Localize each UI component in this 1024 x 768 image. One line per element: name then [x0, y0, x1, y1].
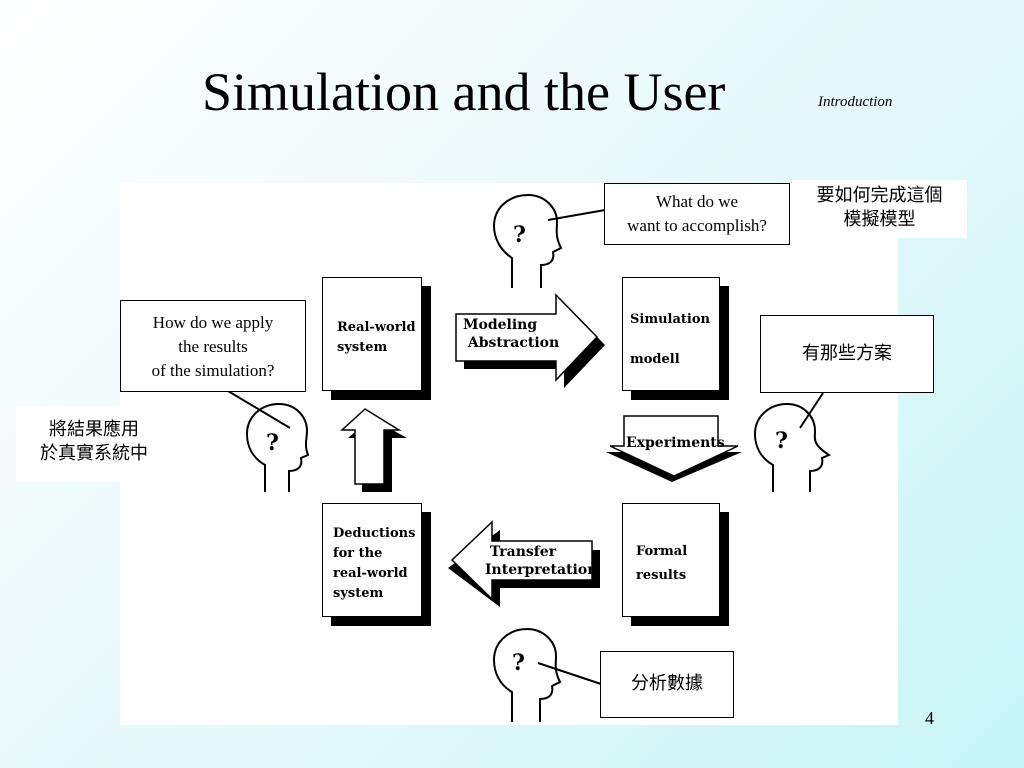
box-deductions: Deductions for the real-world system [322, 503, 422, 617]
arrow-transfer [448, 520, 600, 607]
box-formal-results-label: Formal results [636, 544, 688, 583]
note-top-right: 要如何完成這個 模擬模型 [792, 180, 967, 238]
box-simulation-model: Simulation modell [622, 277, 720, 391]
head-icon-left [245, 402, 310, 492]
callout-apply-results: How do we apply the results of the simul… [120, 300, 306, 392]
note-bottom: 分析數據 [600, 651, 734, 718]
question-mark-right: ? [775, 428, 788, 454]
question-mark-top: ? [513, 222, 526, 248]
head-icon-top [492, 193, 563, 288]
box-simulation-label: Simulation modell [630, 312, 710, 367]
question-mark-left: ? [266, 430, 279, 456]
arrow-transfer-label: Transfer Interpretation [485, 544, 598, 578]
slide-title: Simulation and the User [202, 62, 726, 122]
box-real-world-label: Real-world system [337, 320, 416, 355]
question-mark-bottom: ? [512, 650, 525, 676]
arrow-modeling [455, 293, 605, 388]
box-deductions-label: Deductions for the real-world system [333, 526, 416, 601]
page-number: 4 [925, 708, 934, 728]
head-icon-right [753, 402, 832, 492]
arrow-experiments [606, 415, 742, 482]
box-formal-results: Formal results [622, 503, 720, 617]
note-left: 將結果應用 於真實系統中 [16, 406, 172, 482]
slide-subtitle: Introduction [818, 94, 893, 110]
box-real-world-system: Real-world system [322, 277, 422, 391]
callout-accomplish: What do we want to accomplish? [604, 183, 790, 245]
arrow-up [340, 408, 407, 492]
arrow-modeling-label: Modeling Abstraction [463, 317, 560, 351]
arrow-experiments-label: Experiments [626, 435, 725, 451]
note-right: 有那些方案 [760, 315, 934, 393]
head-icon-bottom [492, 627, 562, 722]
